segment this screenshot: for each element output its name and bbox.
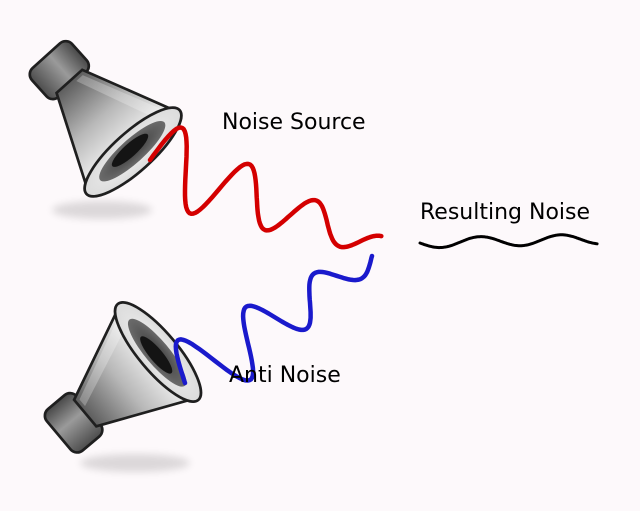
anti-noise-label: Anti Noise — [229, 363, 341, 388]
speaker-top-shadow — [52, 201, 152, 219]
anti-noise-wave — [173, 253, 375, 386]
noise-source-wave — [147, 125, 384, 250]
resulting-noise-label: Resulting Noise — [420, 200, 590, 225]
speaker-bottom-shadow — [80, 454, 190, 472]
noise-source-label: Noise Source — [222, 110, 366, 135]
resulting-noise-wave — [418, 233, 599, 250]
